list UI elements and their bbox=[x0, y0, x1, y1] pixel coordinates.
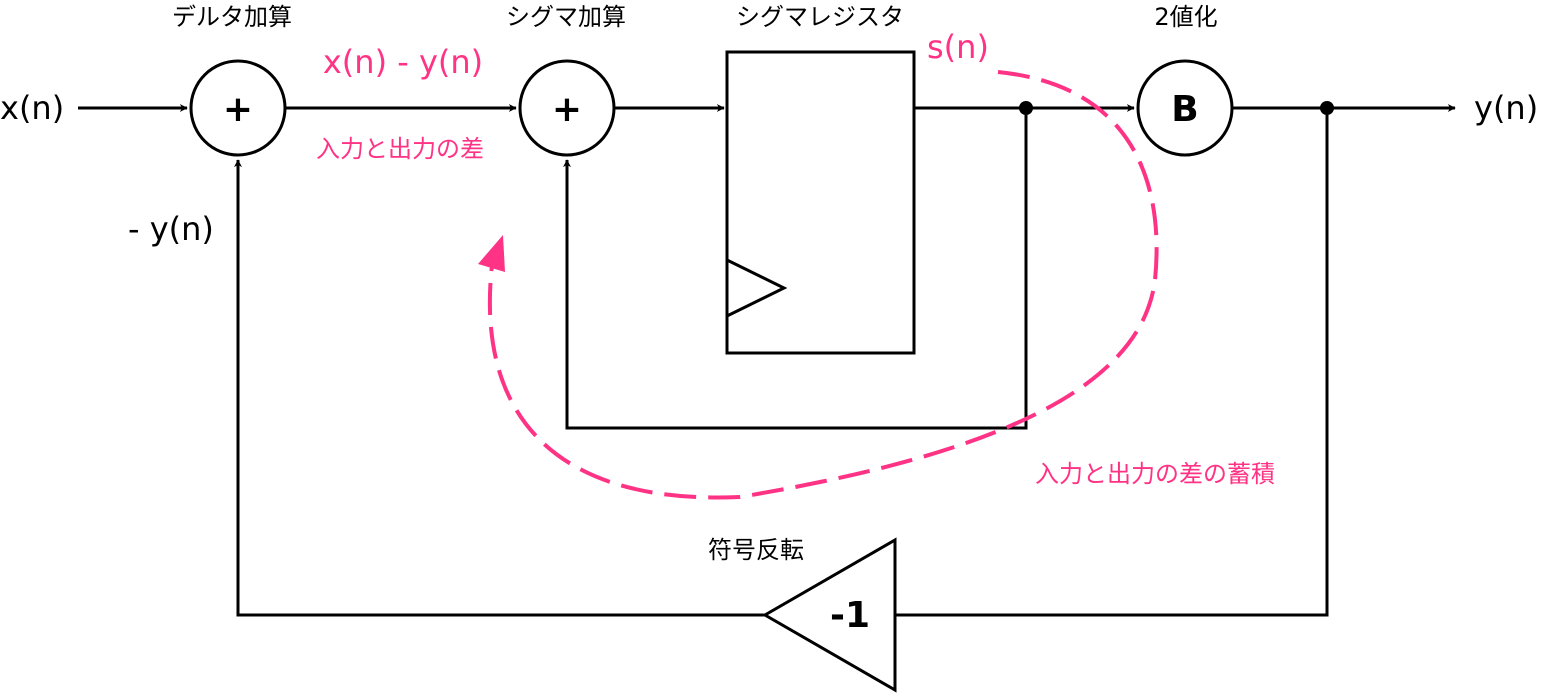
accumulation-caption: 入力と出力の差の蓄積 bbox=[1035, 460, 1275, 488]
output-label: y(n) bbox=[1474, 89, 1538, 127]
inverter-block: -1 bbox=[761, 537, 897, 693]
state-signal-label: s(n) bbox=[927, 28, 989, 66]
sigma-register-block bbox=[725, 50, 916, 355]
output-junction-dot bbox=[1320, 101, 1334, 115]
accumulation-dashed-arrow bbox=[487, 70, 1159, 500]
delta-adder-block: + bbox=[189, 59, 287, 157]
sigma-adder-block: + bbox=[518, 59, 616, 157]
delta-adder-title: デルタ加算 bbox=[172, 3, 292, 31]
binarize-title: 2値化 bbox=[1154, 3, 1217, 31]
input-label: x(n) bbox=[0, 89, 64, 127]
output-to-inverter-wire bbox=[895, 108, 1329, 617]
sigma-register-title: シグマレジスタ bbox=[736, 3, 904, 31]
accumulation-arrowhead bbox=[478, 235, 505, 272]
state-junction-dot bbox=[1019, 101, 1033, 115]
sigma-feedback-loop bbox=[563, 108, 1028, 430]
quantizer-symbol: B bbox=[1171, 89, 1198, 130]
delta-adder-symbol: + bbox=[223, 89, 253, 130]
difference-signal-label: x(n) - y(n) bbox=[323, 43, 483, 81]
sigma-adder-title: シグマ加算 bbox=[506, 3, 626, 31]
negative-feedback-label: - y(n) bbox=[128, 210, 214, 248]
sign-invert-title: 符号反転 bbox=[708, 536, 804, 564]
negative-feedback-wire bbox=[234, 159, 765, 617]
sigma-adder-symbol: + bbox=[552, 89, 582, 130]
inverter-symbol: -1 bbox=[830, 595, 870, 636]
clock-input-symbol bbox=[726, 258, 788, 318]
difference-caption: 入力と出力の差 bbox=[316, 135, 484, 163]
quantizer-block: B bbox=[1136, 59, 1234, 157]
